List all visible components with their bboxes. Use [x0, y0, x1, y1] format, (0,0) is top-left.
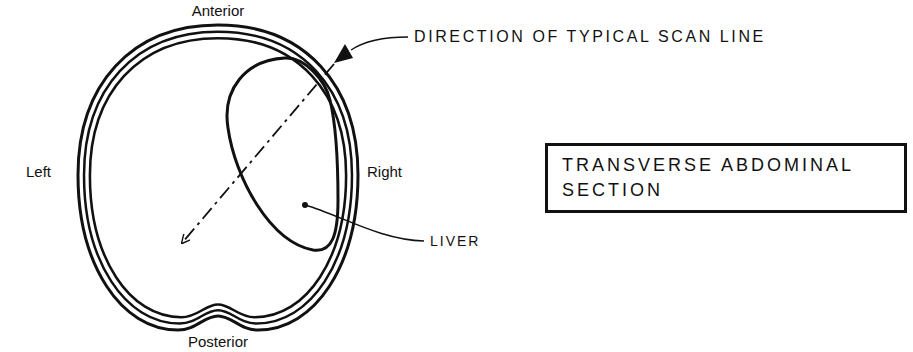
wall-inner-layer [90, 38, 346, 317]
callout-label: DIRECTION OF TYPICAL SCAN LINE [414, 27, 766, 46]
orientation-label: Left [26, 163, 51, 181]
orientation-label: Posterior [188, 333, 248, 351]
scan-leader [351, 37, 408, 50]
liver-leader [305, 205, 424, 241]
orientation-label: Anterior [192, 2, 245, 20]
skin-outline [78, 25, 358, 330]
orientation-label: Right [367, 163, 402, 181]
transducer-mark [334, 44, 353, 63]
scan-line [182, 64, 334, 243]
wall-layer [84, 32, 352, 324]
title-box: TRANSVERSE ABDOMINAL SECTION [545, 143, 907, 213]
leader-dot [302, 202, 308, 208]
box-title-text: TRANSVERSE ABDOMINAL SECTION [562, 153, 890, 203]
organ-label: LIVER [430, 233, 480, 250]
liver-outline [227, 58, 338, 250]
